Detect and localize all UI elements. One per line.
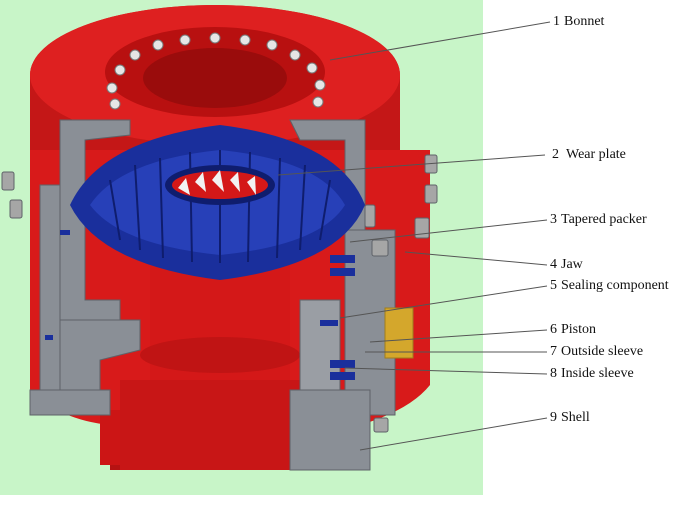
- wear-plate: [172, 170, 268, 199]
- seal-rings: [45, 230, 355, 380]
- yellow-plate: [384, 307, 414, 359]
- side-bolts: [1, 154, 438, 433]
- left-steel-section: [29, 119, 141, 416]
- bonnet-bolt-holes: [106, 32, 326, 110]
- callout-leader-lines: [277, 21, 551, 451]
